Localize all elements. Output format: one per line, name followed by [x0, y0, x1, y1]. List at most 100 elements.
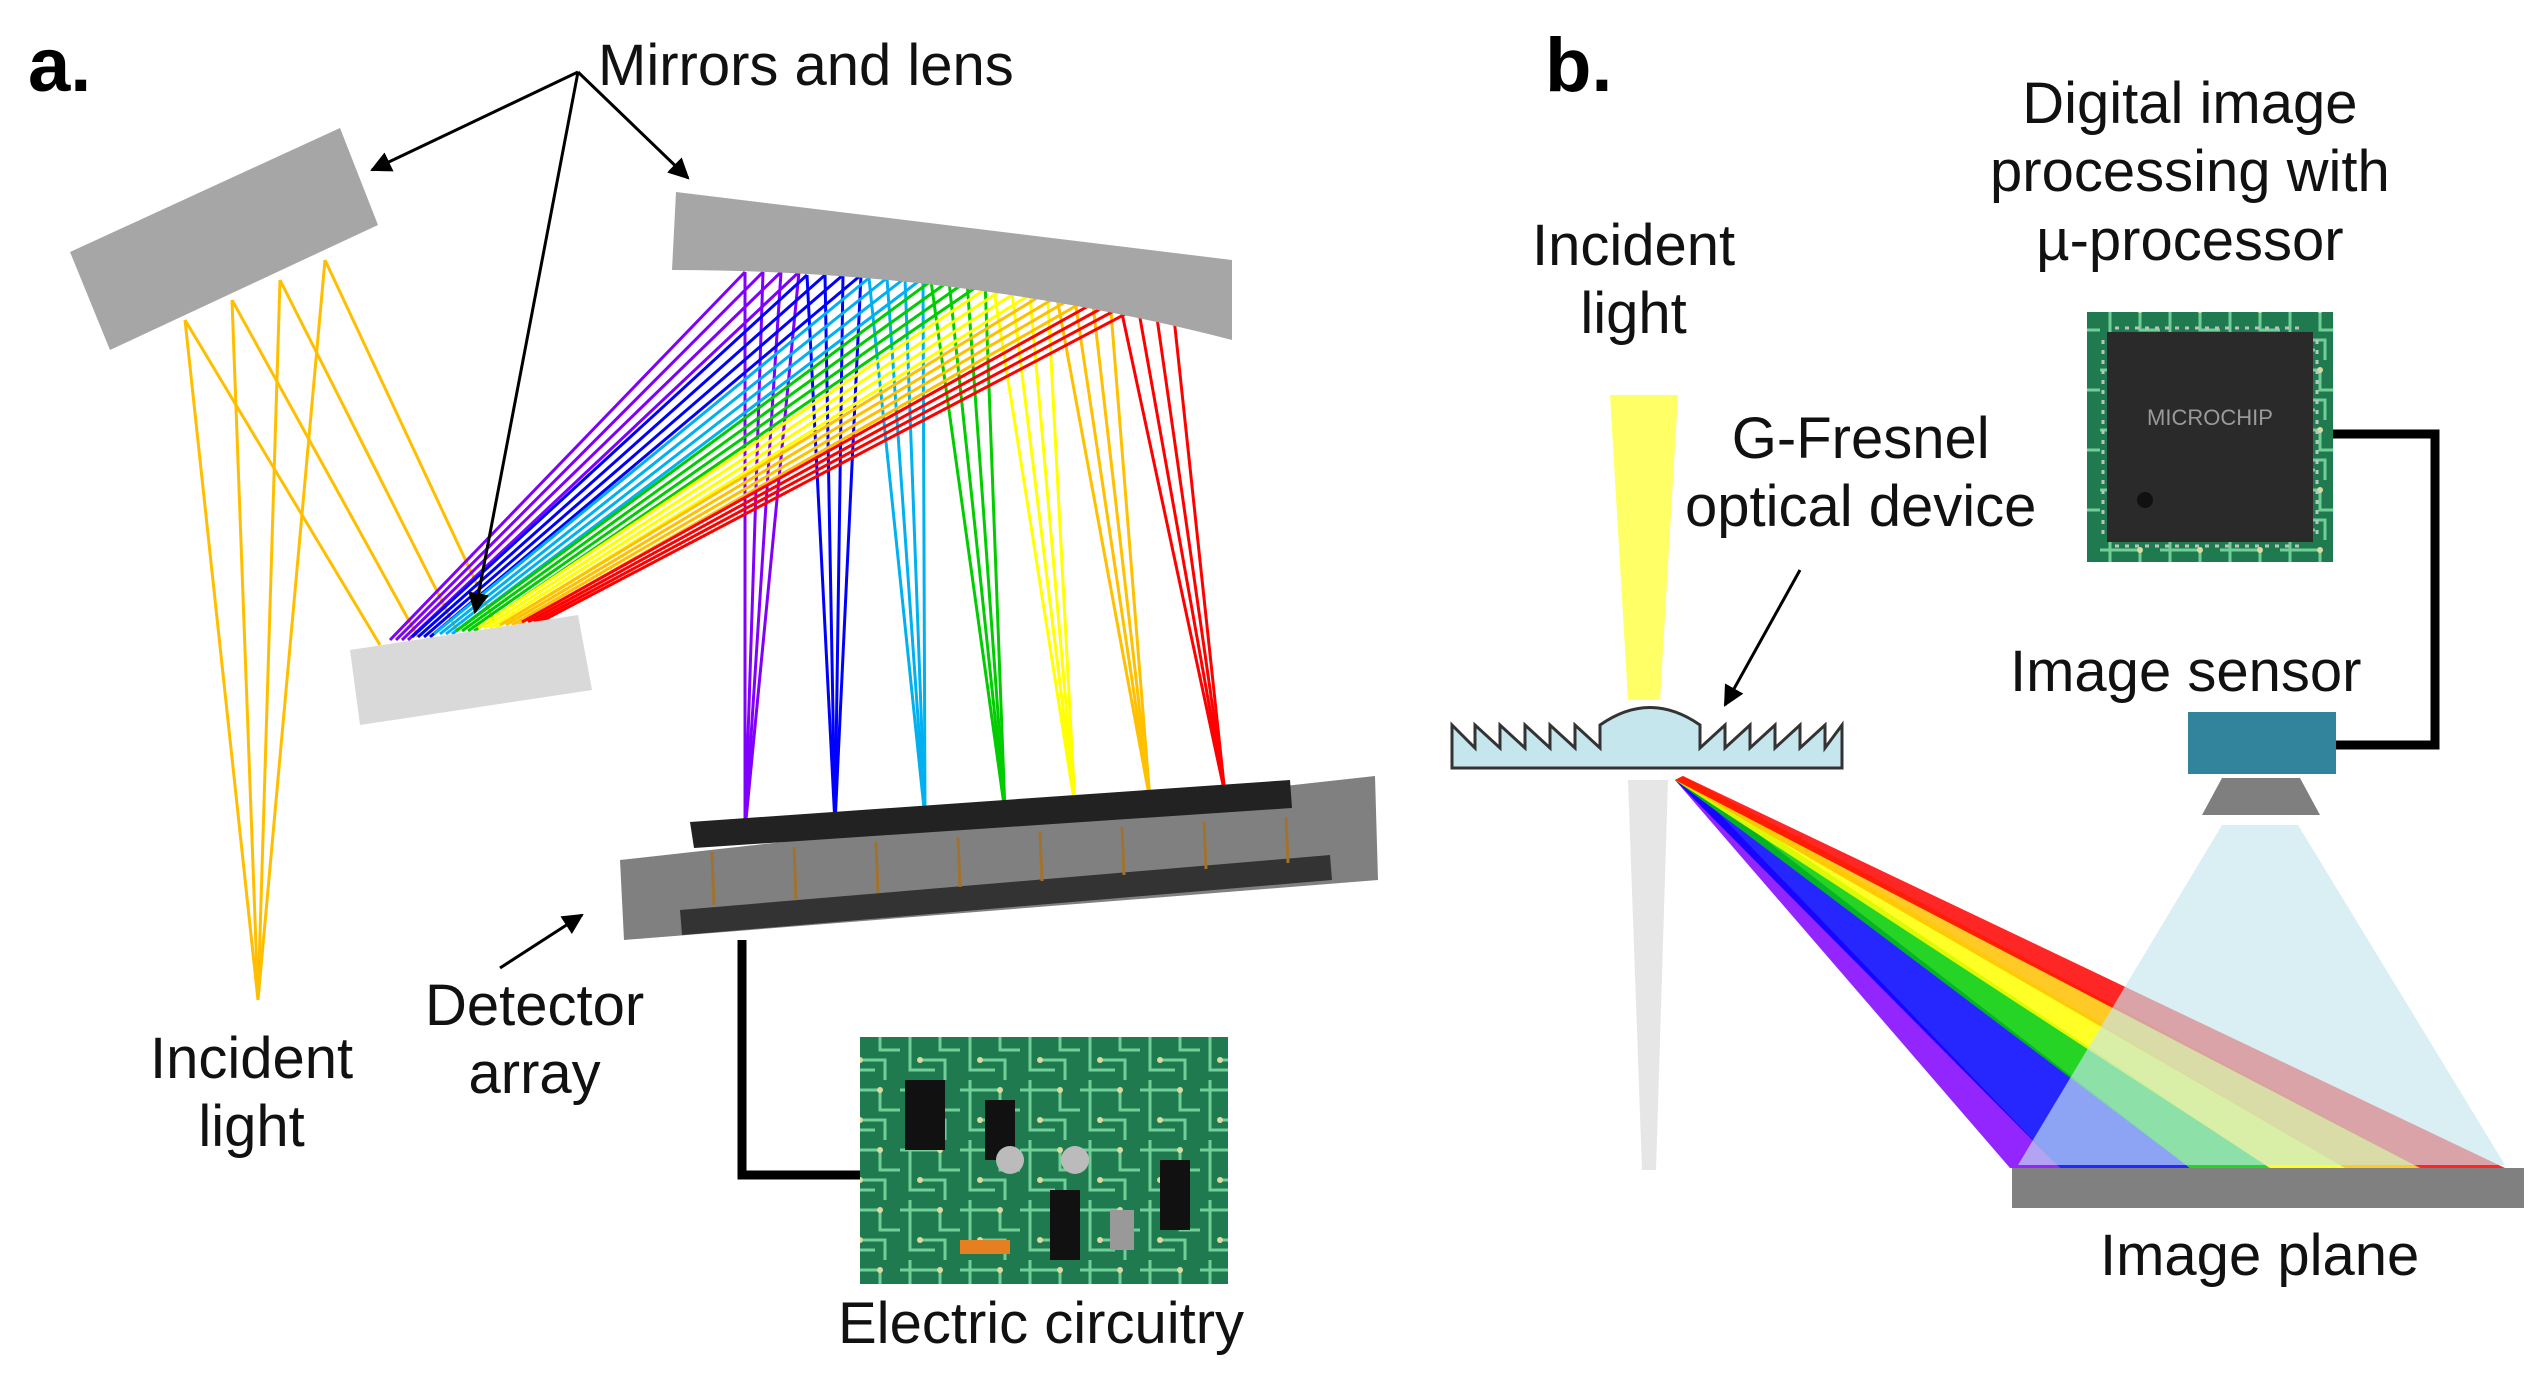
- incident-ray: [256, 259, 327, 1001]
- spectral-ray: [433, 276, 870, 636]
- processor-wire: [2333, 429, 2440, 750]
- spectral-ray: [965, 280, 1007, 813]
- spectral-ray: [947, 280, 1007, 813]
- pcb-board-icon: [860, 1037, 1228, 1284]
- spectral-ray: [1089, 286, 1152, 801]
- spectral-ray: [417, 273, 826, 639]
- detector-pixel: [792, 846, 798, 900]
- spectral-ray: [455, 279, 932, 633]
- spectral-ray: [833, 274, 863, 825]
- panel-b-letter: b.: [1545, 23, 1613, 108]
- panel-b: MICROCHIP: [1450, 312, 2524, 1208]
- processor-line1: Digital image: [2022, 71, 2358, 136]
- spectral-ray: [805, 274, 837, 825]
- spectral-ray: [743, 271, 765, 831]
- detector-pixel: [956, 836, 962, 888]
- spectral-ray: [533, 288, 1154, 624]
- incident-light-label-b: Incident light: [1532, 212, 1735, 349]
- spectral-ray: [903, 277, 927, 819]
- spectral-ray: [394, 270, 765, 642]
- spectral-ray: [539, 288, 1172, 624]
- spectral-ray: [445, 276, 906, 636]
- panel-a: [70, 70, 1378, 1284]
- spectral-ray: [388, 270, 747, 642]
- image-plane: [2012, 1168, 2524, 1208]
- spectral-ray: [1115, 289, 1227, 795]
- image-sensor-label: Image sensor: [2010, 639, 2362, 704]
- spectral-ray: [1045, 283, 1077, 807]
- spectral-ray: [467, 279, 968, 633]
- detector-pixel: [710, 851, 716, 906]
- spectral-ray: [527, 288, 1136, 624]
- detector-pixel: [1202, 821, 1208, 870]
- incident-line2: light: [1580, 281, 1687, 347]
- g-fresnel-label: G-Fresnel optical device: [1685, 405, 2036, 542]
- collimating-mirror: [70, 128, 378, 350]
- spectral-ray: [823, 274, 837, 825]
- incident-light-rays: [183, 259, 496, 1001]
- g-fresnel-device: [1450, 706, 1844, 770]
- spectral-ray: [1053, 286, 1152, 801]
- incident-light-label-a: Incident light: [150, 1025, 353, 1162]
- spectral-ray: [1009, 283, 1077, 807]
- detector-line2: array: [468, 1041, 601, 1107]
- processor-line2: processing with: [1990, 139, 2390, 205]
- incident-ray: [256, 279, 282, 1001]
- microchip-icon: MICROCHIP: [2087, 312, 2333, 562]
- detector-array-label: Detector array: [425, 972, 644, 1109]
- spectral-ray: [489, 282, 1030, 630]
- spectral-ray: [439, 276, 888, 636]
- arrow-icon: [370, 70, 579, 172]
- spectral-ray: [1169, 289, 1227, 795]
- focusing-mirror: [672, 192, 1232, 340]
- spectral-ray: [1107, 286, 1152, 801]
- arrow-icon: [499, 913, 584, 970]
- spectral-ray: [483, 282, 1012, 630]
- device-line1: G-Fresnel: [1731, 406, 1990, 471]
- grating-lens: [350, 615, 592, 725]
- spectral-ray: [410, 273, 809, 639]
- spectral-ray: [743, 271, 801, 831]
- spectral-ray: [1151, 289, 1227, 795]
- incident-ray: [230, 299, 420, 638]
- image-sensor-icon: [2188, 712, 2336, 815]
- detector-pixel: [1120, 826, 1126, 876]
- image-plane-label: Image plane: [2100, 1223, 2420, 1288]
- incident-beam: [1610, 395, 1678, 700]
- circuit-label: Electric circuitry: [838, 1291, 1245, 1356]
- spectral-ray: [521, 288, 1118, 624]
- spectral-ray: [1133, 289, 1227, 795]
- spectral-ray: [461, 279, 950, 633]
- incident-line2: light: [198, 1094, 305, 1160]
- dispersed-spectrum-rays: [388, 270, 1227, 831]
- arrow-icon: [468, 71, 580, 615]
- arrow-icon: [1723, 569, 1802, 707]
- mirrors-lens-label: Mirrors and lens: [598, 33, 1014, 98]
- incident-ray: [183, 319, 382, 646]
- incident-line1: Incident: [150, 1026, 354, 1091]
- zero-order-beam: [1628, 780, 1668, 1170]
- detector-line1: Detector: [425, 973, 645, 1038]
- detector-array: [620, 776, 1378, 940]
- incident-line1: Incident: [1532, 213, 1736, 278]
- processor-line3: µ-processor: [2036, 207, 2344, 273]
- spectral-ray: [833, 274, 845, 825]
- spectral-ray: [885, 277, 927, 819]
- detector-pixels: [710, 816, 1290, 906]
- spectral-ray: [406, 270, 801, 642]
- spectral-ray: [1071, 286, 1152, 801]
- spectral-ray: [991, 283, 1077, 807]
- detector-pixel: [874, 841, 880, 894]
- spectral-ray: [423, 273, 844, 639]
- incident-ray: [278, 279, 458, 630]
- panel-a-letter: a.: [28, 23, 92, 108]
- spectral-ray: [499, 285, 1056, 627]
- detector-pixel: [1038, 831, 1044, 882]
- device-line2: optical device: [1685, 474, 2037, 540]
- sensor-field-of-view: [2018, 825, 2505, 1165]
- chip-brand: MICROCHIP: [2147, 405, 2273, 430]
- spectral-ray: [477, 282, 994, 630]
- spectral-ray: [505, 285, 1074, 627]
- spectral-ray: [1027, 283, 1077, 807]
